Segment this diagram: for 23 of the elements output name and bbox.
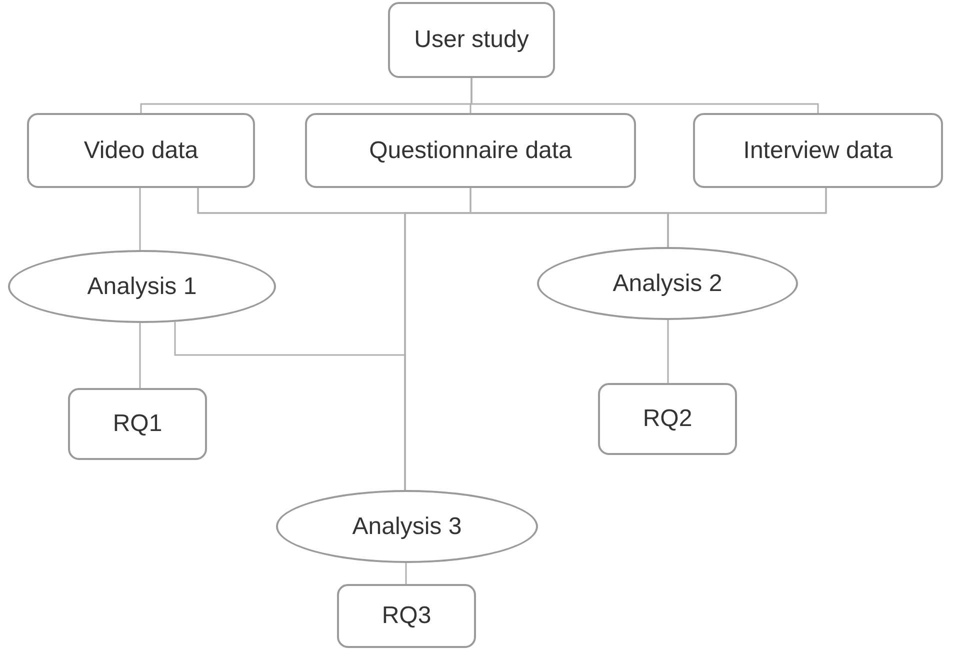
connector-line (139, 188, 141, 250)
process-box (337, 584, 476, 648)
process-box (305, 113, 636, 188)
node-label: Analysis 3 (352, 512, 462, 540)
process-box (27, 113, 255, 188)
node-label: RQ1 (112, 410, 162, 438)
connector-line (405, 563, 407, 584)
process-box (693, 113, 943, 188)
node-label: Analysis 2 (612, 270, 722, 298)
connector-line (470, 78, 819, 113)
node-label: Video data (84, 136, 198, 164)
node-label: RQ2 (642, 405, 692, 433)
node-label: Questionnaire data (369, 136, 572, 164)
process-box (388, 2, 555, 78)
node-label: Analysis 1 (87, 272, 197, 300)
connector-line (139, 323, 141, 388)
process-box (68, 388, 207, 460)
node-label: User study (414, 26, 529, 54)
connector-line (174, 322, 406, 490)
node-label: Interview data (743, 136, 893, 164)
node-label: RQ3 (382, 602, 432, 630)
process-box (598, 383, 737, 455)
connector-line (667, 320, 669, 383)
